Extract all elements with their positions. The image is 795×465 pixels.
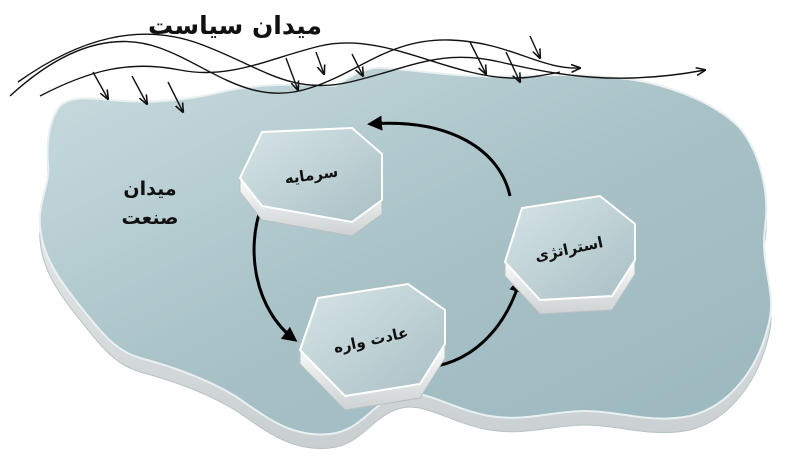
industry-field-label-line1: میدان xyxy=(123,178,176,200)
habitus-hex-top xyxy=(298,282,446,398)
politics-wave-1 xyxy=(9,39,580,97)
politics-field-label: میدان سیاست xyxy=(148,11,322,40)
habitus-node: عادت واره xyxy=(298,282,446,411)
strategy-node: استراتژی xyxy=(503,194,636,315)
pressure-arrow xyxy=(167,81,183,112)
pressure-arrow xyxy=(315,51,324,74)
political-pressure-arrows xyxy=(92,35,540,112)
pressure-arrow xyxy=(92,71,108,99)
pressure-arrow xyxy=(505,51,520,82)
strategy-hex-top xyxy=(503,194,636,302)
pressure-arrow xyxy=(351,53,363,76)
capital-node: سرمایه xyxy=(238,126,383,237)
politics-wave-2 xyxy=(17,33,705,87)
pressure-arrow xyxy=(131,75,147,104)
industry-field-label-line2: صنعت xyxy=(122,207,179,229)
pressure-arrow xyxy=(469,41,486,74)
arrow-capital-to-habitus xyxy=(252,204,298,342)
arrow-strategy-to-capital xyxy=(367,115,512,197)
pressure-arrow xyxy=(529,35,540,58)
pressure-arrow xyxy=(285,57,298,90)
industry-field-plate xyxy=(38,66,772,449)
capital-hex-top xyxy=(238,126,383,224)
